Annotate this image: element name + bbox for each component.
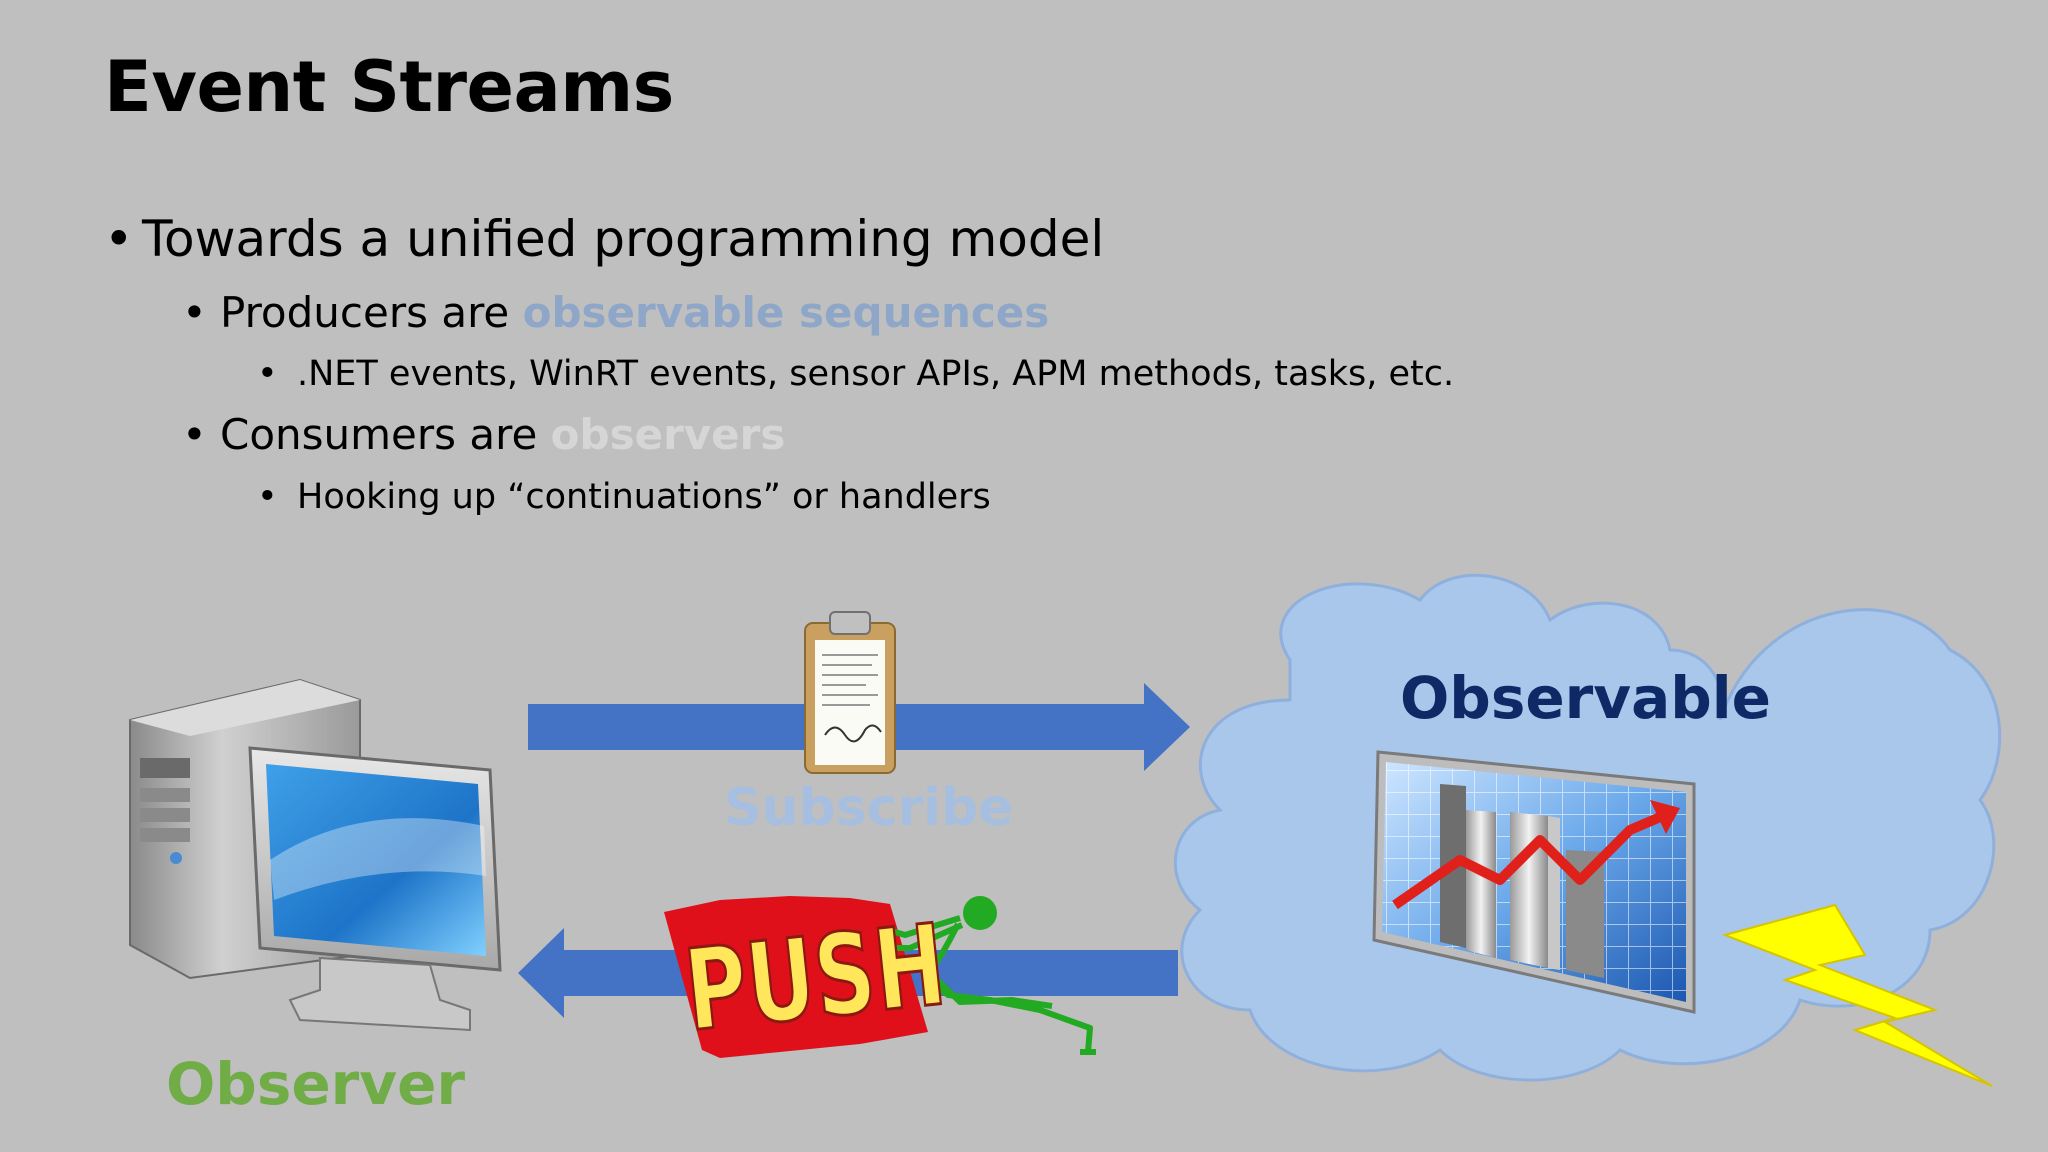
bullet-text: Consumers are [220, 410, 551, 459]
observer-label: Observer [166, 1050, 466, 1118]
bullet-dot: • [257, 477, 278, 517]
bullet-level3-events: • .NET events, WinRT events, sensor APIs… [257, 354, 1454, 394]
highlight-observers: observers [550, 410, 786, 459]
subscribe-label: Subscribe [724, 778, 1014, 838]
observable-label: Observable [1400, 664, 1771, 732]
bullet-dot: • [182, 410, 207, 459]
bullet-level1: • Towards a unified programming model [104, 210, 1104, 268]
slide-title: Event Streams [104, 46, 674, 128]
lightning-bolt-icon [1721, 903, 1993, 1087]
push-sign-icon [664, 896, 928, 1058]
stick-figure-icon [887, 896, 1096, 1055]
bullet-dot: • [257, 354, 278, 394]
bullet-text: .NET events, WinRT events, sensor APIs, … [297, 354, 1455, 394]
bullet-level2-consumers: • Consumers are observers [182, 410, 785, 459]
bullet-dot: • [182, 288, 207, 337]
bullet-level3-handlers: • Hooking up “continuations” or handlers [257, 477, 991, 517]
bullet-dot: • [104, 210, 134, 268]
bullet-text: Producers are [220, 288, 523, 337]
bullet-level2-producers: • Producers are observable sequences [182, 288, 1049, 337]
clipboard-icon [804, 611, 896, 774]
computer-icon [129, 678, 502, 1032]
highlight-observable-sequences: observable sequences [522, 288, 1050, 337]
bullet-text: Hooking up “continuations” or handlers [297, 477, 991, 517]
bullet-text: Towards a unified programming model [142, 210, 1105, 268]
chart-window-icon [1372, 750, 1696, 1014]
